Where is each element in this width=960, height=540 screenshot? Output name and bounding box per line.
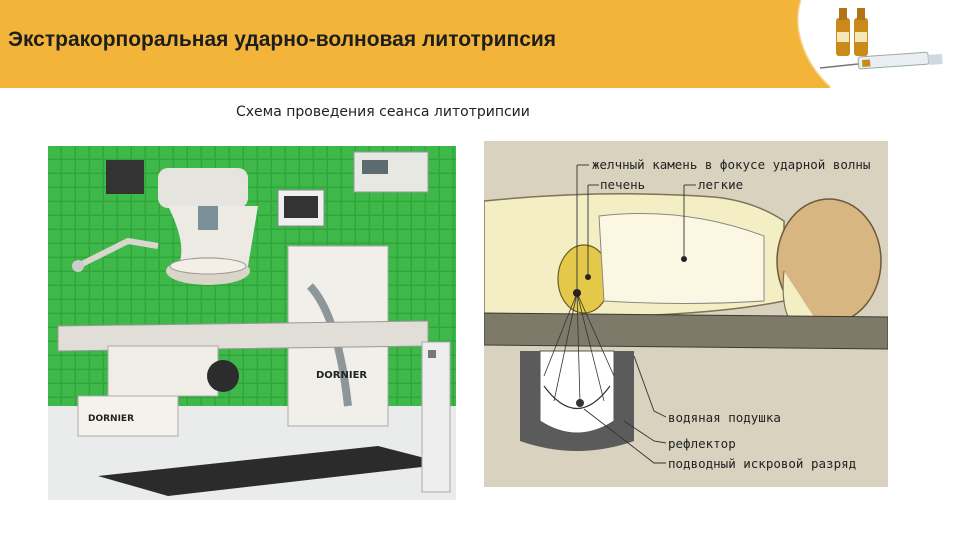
- lithotripter-photo: DORNIER DORNIER: [48, 146, 456, 500]
- brand-label: DORNIER: [316, 370, 367, 381]
- label-stone: желчный камень в фокусе ударной волны: [592, 157, 871, 172]
- header-bar: Экстракорпоральная ударно-волновая литот…: [0, 0, 960, 88]
- header-decoration: [770, 0, 960, 88]
- label-reflector: рефлектор: [668, 436, 736, 451]
- label-lungs: легкие: [698, 177, 744, 192]
- slide-title: Экстракорпоральная ударно-волновая литот…: [8, 28, 557, 51]
- slide-subtitle: Схема проведения сеанса литотрипсии: [236, 104, 530, 120]
- syringe-icon: [819, 51, 943, 70]
- lithotripsy-diagram: [484, 141, 888, 487]
- label-water-cushion: водяная подушка: [668, 410, 781, 425]
- ampoule-icon: [836, 8, 868, 56]
- brand-label-base: DORNIER: [88, 414, 134, 424]
- label-liver: печень: [600, 177, 646, 192]
- label-spark-discharge: подводный искровой разряд: [668, 456, 857, 471]
